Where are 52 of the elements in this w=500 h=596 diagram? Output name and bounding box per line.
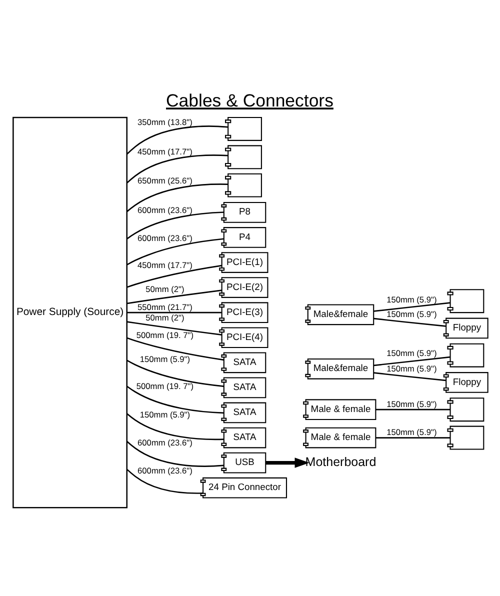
connector <box>373 302 450 312</box>
diagram-title: Cables & Connectors <box>166 90 333 110</box>
edge-label: 450mm (17.7") <box>137 146 192 156</box>
connector <box>126 154 228 183</box>
edge-label: 150mm (5.9") <box>386 398 436 408</box>
connector <box>126 183 228 212</box>
edge-label: 50mm (2") <box>145 312 184 322</box>
edge-label: 150mm (5.9") <box>386 426 436 437</box>
edge-label: 150mm (5.9") <box>386 362 436 373</box>
edge-label: 350mm (13.8") <box>137 116 192 127</box>
connector <box>126 289 222 304</box>
arrow <box>265 457 309 468</box>
node-box: Power Supply (Source) <box>12 116 127 508</box>
connector <box>126 468 202 494</box>
node-picture <box>446 288 484 313</box>
node-picture <box>224 116 262 140</box>
connector <box>373 356 450 366</box>
edge-label: 600mm (23.6") <box>137 204 192 214</box>
node-picture <box>224 172 262 197</box>
edge-label: 150mm (5.9") <box>139 354 190 364</box>
edge-label: 500mm (19. 7") <box>136 330 194 340</box>
edge-label: 600mm (23.6") <box>137 436 192 447</box>
node-text: Motherboard <box>304 454 376 469</box>
connector <box>126 359 224 386</box>
connector <box>126 320 222 335</box>
edge-label: 500mm (19. 7") <box>136 380 194 391</box>
node-picture <box>446 425 484 450</box>
edge-label: 450mm (17.7") <box>137 260 192 270</box>
edge-label: 150mm (5.9") <box>386 347 436 358</box>
connector <box>126 336 224 360</box>
connector <box>126 211 224 239</box>
connector <box>126 385 224 414</box>
edge-label: 650mm (25.6") <box>137 175 192 186</box>
connector <box>375 436 450 438</box>
connector <box>375 408 450 410</box>
edge-label: 150mm (5.9") <box>386 294 436 304</box>
connector <box>126 264 222 288</box>
connector <box>126 440 224 466</box>
node-picture <box>224 144 262 169</box>
edge-label: 150mm (5.9") <box>139 408 190 419</box>
edge-label: 600mm (23.6") <box>137 465 192 476</box>
connector <box>126 412 224 440</box>
edge-label: 50mm (2") <box>145 284 184 294</box>
edge-label: 550mm (21.7") <box>137 301 192 312</box>
connector <box>373 372 446 381</box>
connector <box>373 317 446 326</box>
node-picture <box>446 342 484 367</box>
edge-label: 600mm (23.6") <box>137 232 192 243</box>
connector <box>126 311 221 313</box>
edge-label: 150mm (5.9") <box>386 308 436 319</box>
connector <box>126 125 228 154</box>
node-picture <box>446 397 484 422</box>
